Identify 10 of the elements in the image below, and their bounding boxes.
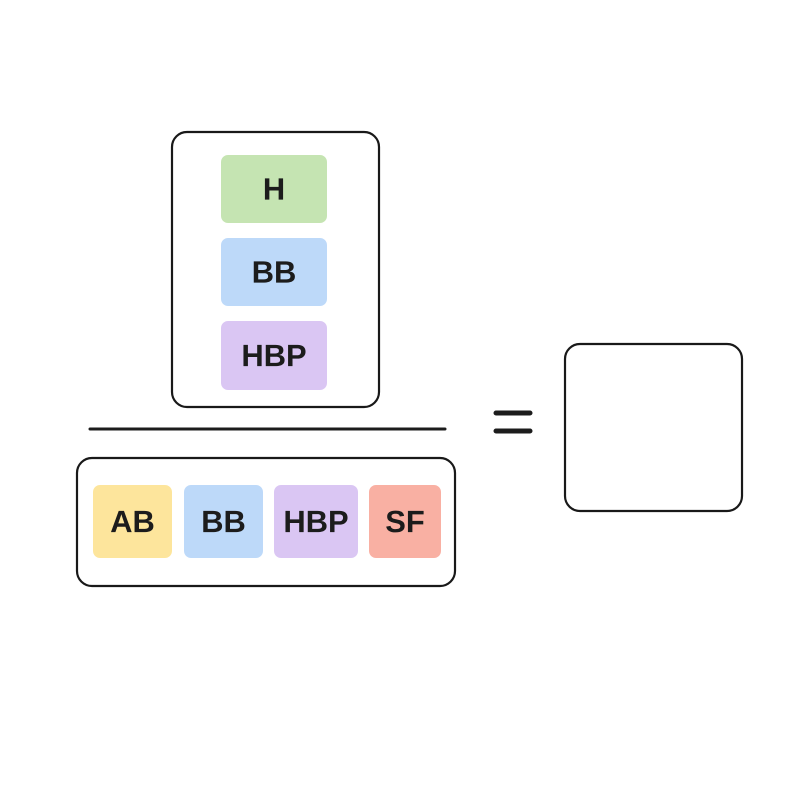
label-tile: SF (369, 485, 441, 558)
label-tile: BB (184, 485, 263, 558)
answer-box (564, 342, 744, 512)
label-tile: H (221, 155, 327, 223)
group-box (76, 456, 456, 588)
label-tile: BB (221, 238, 327, 306)
group-box (170, 130, 380, 408)
label-tile: HBP (274, 485, 358, 558)
label-tile: AB (93, 485, 172, 558)
label-tile: HBP (221, 321, 327, 390)
